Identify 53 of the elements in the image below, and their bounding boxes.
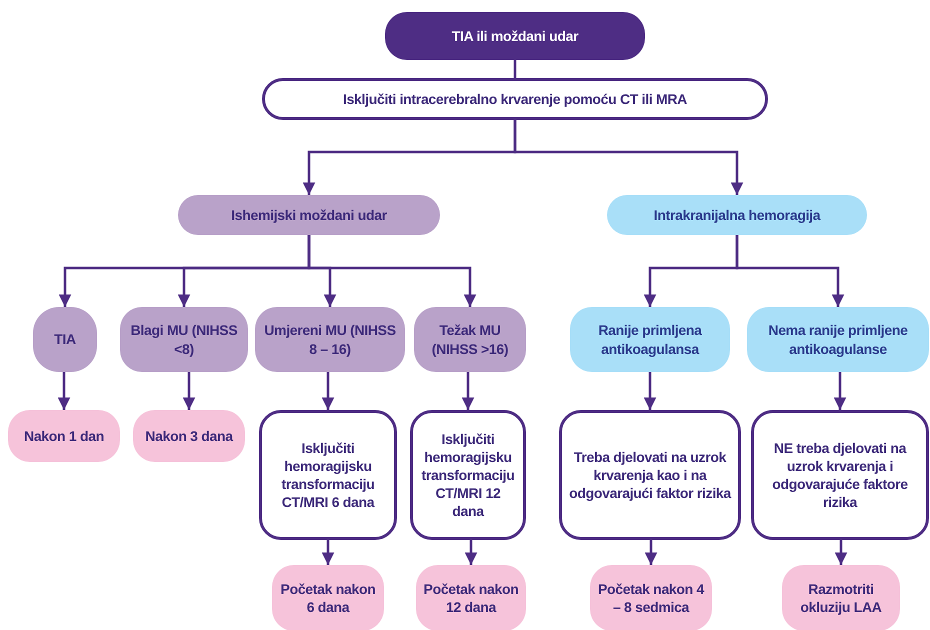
node-label: NE treba djelovati na uzrok krvarenja i odgovarajuće faktore rizika: [771, 438, 909, 512]
node-label: Treba djelovati na uzrok krvarenja kao i na odgovarajući faktor rizika: [568, 448, 732, 502]
connector-arrow: [58, 372, 70, 410]
category-box: [178, 195, 440, 235]
node-label: Intrakranijalna hemoragija: [654, 206, 820, 224]
node-label: Početak nakon 6 dana: [280, 580, 376, 616]
connector-arrow: [644, 540, 658, 565]
connector-arrow: [322, 372, 334, 410]
node-label: Umjereni MU (NIHSS 8 – 16): [263, 321, 397, 358]
process-box: [751, 410, 929, 540]
connector-arrow: [834, 540, 848, 565]
category-box: [607, 195, 867, 235]
outcome-box: [416, 565, 526, 630]
node-label: TIA ili moždani udar: [452, 26, 578, 46]
node-label: TIA: [54, 330, 76, 349]
category-box: [747, 307, 929, 372]
node-label: Isključiti intracerebralno krvarenje pomoću CT ili MRA: [342, 90, 687, 108]
connector-arrow: [736, 235, 844, 307]
node-label: Isključiti hemoragijsku transformaciju CT/MRI 12 dana: [420, 430, 516, 520]
category-box: [33, 307, 97, 372]
connector-arrow: [464, 540, 478, 565]
process-box: [410, 410, 526, 540]
connector-arrow: [514, 120, 744, 195]
start-box: [385, 12, 645, 60]
outcome-box: [272, 565, 384, 630]
outcome-box: [8, 410, 120, 462]
category-box: [414, 307, 526, 372]
node-label: Isključiti hemoragijsku transformaciju CT/MRI 6 dana: [280, 438, 376, 512]
category-box: [570, 307, 730, 372]
connector-arrow: [834, 372, 846, 410]
node-label: Početak nakon 4 – 8 sedmica: [597, 580, 706, 616]
node-label: Početak nakon 12 dana: [422, 580, 520, 616]
node-label: Ishemijski moždani udar: [231, 206, 387, 224]
node-label: Težak MU (NIHSS >16): [430, 321, 510, 358]
connector-arrow: [322, 540, 334, 565]
node-label: Nakon 1 dan: [24, 426, 104, 446]
connector-arrow: [644, 372, 656, 410]
outcome-box: [782, 565, 900, 630]
node-label: Nema ranije primljene antikoagulanse: [767, 321, 909, 358]
node-label: Ranije primljena antikoagulansa: [597, 321, 703, 358]
node-label: Razmotriti okluziju LAA: [799, 580, 883, 616]
connector-arrow: [182, 372, 196, 410]
node-label: Blagi MU (NIHSS <8): [130, 321, 238, 358]
category-box: [255, 307, 405, 372]
outcome-box: [133, 410, 245, 462]
process-box: [559, 410, 741, 540]
connector-arrow: [308, 235, 476, 307]
connector-arrow: [462, 372, 474, 410]
outcome-box: [590, 565, 712, 630]
process-box: [262, 78, 768, 120]
process-box: [259, 410, 397, 540]
node-label: Nakon 3 dana: [145, 426, 233, 446]
category-box: [120, 307, 248, 372]
